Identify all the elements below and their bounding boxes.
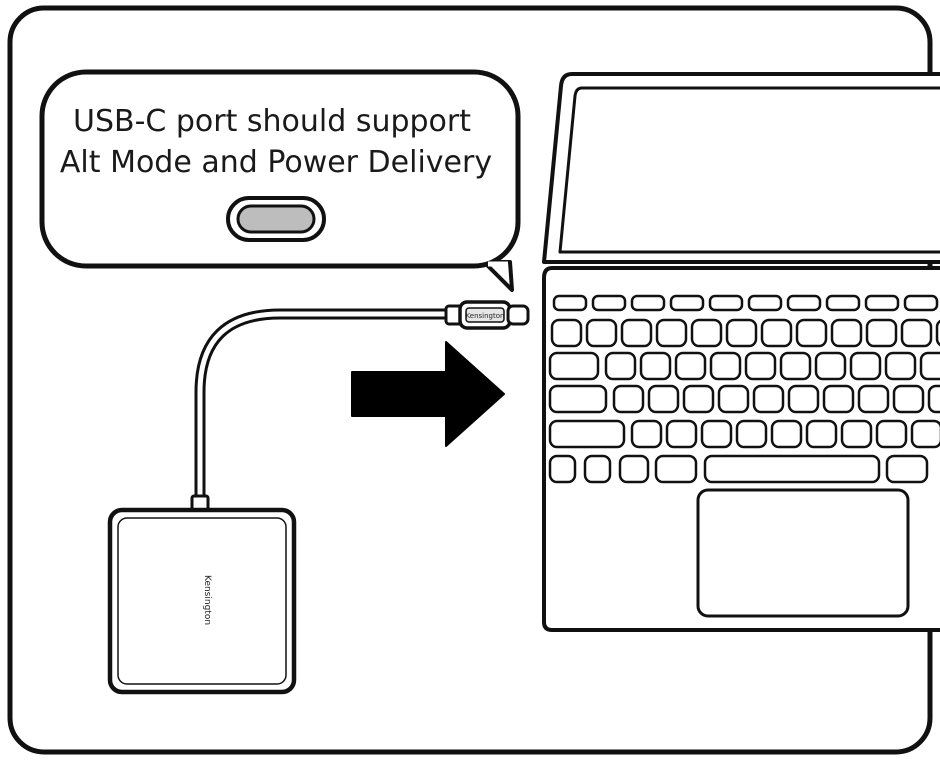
keyboard-key (903, 294, 939, 312)
keyboard-key (620, 318, 653, 348)
keyboard-key (604, 351, 637, 381)
arrow-right-icon (351, 341, 505, 447)
keyboard-key (725, 318, 758, 348)
keyboard-key (630, 419, 663, 449)
keyboard-key (550, 318, 583, 348)
docking-adapter: Kensington (107, 494, 297, 695)
laptop (542, 72, 940, 632)
keyboard-key (548, 419, 626, 449)
keyboard-key (857, 384, 890, 414)
keyboard-key (849, 351, 882, 381)
usb-c-cable (194, 308, 458, 506)
keyboard-key (900, 318, 933, 348)
keyboard-key (935, 319, 940, 347)
keyboard-key (864, 294, 900, 312)
keyboard-key (700, 419, 733, 449)
keyboard-key (919, 351, 940, 381)
keyboard-key (618, 454, 650, 484)
keyboard-key (786, 294, 822, 312)
keyboard-key (708, 294, 744, 312)
adapter-brand-label: Kensington (202, 575, 212, 625)
trackpad (696, 488, 910, 618)
keyboard-key (548, 384, 608, 414)
keyboard-key (717, 384, 750, 414)
keyboard-key (583, 454, 612, 484)
keyboard-key (825, 294, 861, 312)
keyboard (548, 294, 940, 484)
keyboard-key (682, 384, 715, 414)
keyboard-key (647, 384, 680, 414)
keyboard-key (779, 351, 812, 381)
keyboard-key (885, 454, 929, 484)
keyboard-key (703, 454, 881, 484)
keyboard-key (630, 294, 666, 312)
callout-line-2: Alt Mode and Power Delivery (60, 145, 492, 180)
callout-line-1: USB-C port should support (73, 104, 471, 139)
keyboard-key (665, 419, 698, 449)
keyboard-key (770, 419, 803, 449)
keyboard-key (875, 419, 908, 449)
keyboard-key (910, 419, 940, 449)
keyboard-key (690, 318, 723, 348)
keyboard-key (654, 454, 698, 484)
keyboard-key (760, 318, 793, 348)
callout-box (39, 69, 521, 269)
keyboard-key (591, 294, 627, 312)
adapter-body (107, 507, 297, 695)
keyboard-key (747, 294, 783, 312)
keyboard-key (840, 419, 873, 449)
plug-brand-label: Kensington (466, 312, 505, 320)
usb-c-port-icon (226, 196, 326, 242)
keyboard-key (552, 294, 588, 312)
keyboard-key (814, 351, 847, 381)
keyboard-key (548, 351, 600, 381)
keyboard-key (612, 384, 645, 414)
keyboard-key (865, 318, 898, 348)
keyboard-key (805, 419, 838, 449)
keyboard-key (884, 351, 917, 381)
keyboard-key (709, 351, 742, 381)
keyboard-key (744, 351, 777, 381)
keyboard-key (787, 384, 820, 414)
keyboard-key (548, 454, 577, 484)
keyboard-key (822, 384, 855, 414)
keyboard-key (639, 351, 672, 381)
keyboard-key (830, 318, 863, 348)
laptop-screen (558, 86, 940, 254)
keyboard-key (669, 294, 705, 312)
keyboard-key (735, 419, 768, 449)
keyboard-key (892, 384, 925, 414)
callout-bubble: USB-C port should support Alt Mode and P… (39, 69, 521, 292)
keyboard-key (795, 318, 828, 348)
keyboard-key (927, 384, 940, 414)
keyboard-key (585, 318, 618, 348)
keyboard-key (674, 351, 707, 381)
usb-c-plug: Kensington (444, 300, 530, 330)
keyboard-key (655, 318, 688, 348)
keyboard-key (752, 384, 785, 414)
